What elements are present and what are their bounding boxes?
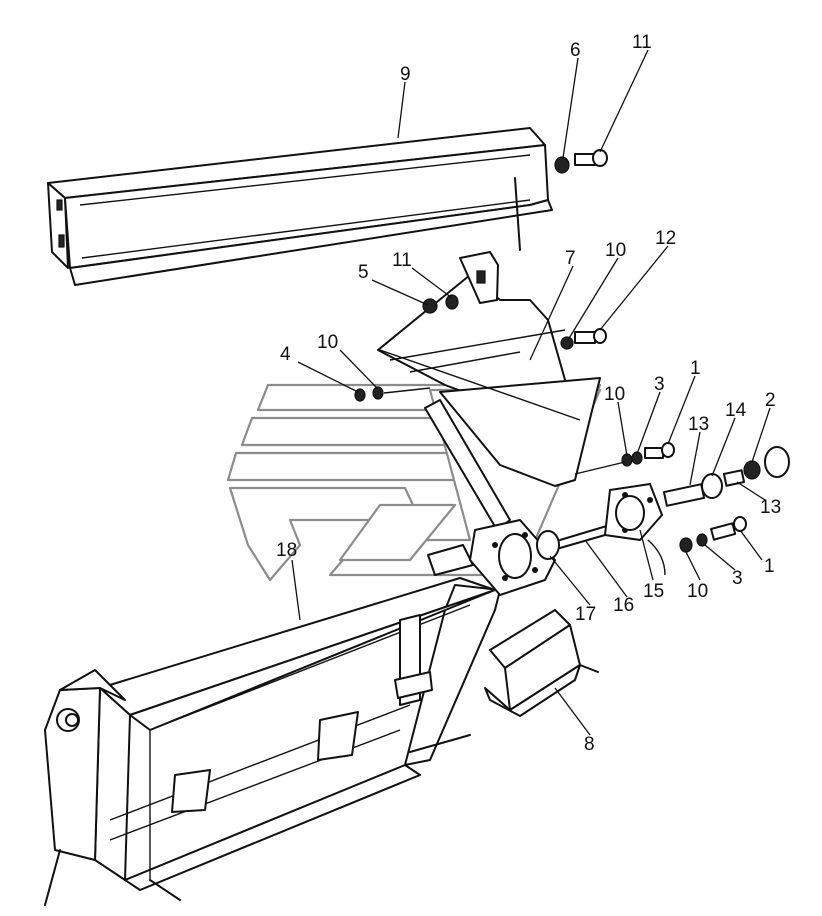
part-7-bracket [377, 251, 601, 487]
callout-4: 4 [280, 344, 291, 365]
callout-3-top: 3 [654, 374, 665, 395]
flange-assembly [469, 483, 666, 596]
callout-10-a: 10 [605, 240, 626, 261]
leader-lines [291, 49, 771, 736]
callout-14: 14 [725, 400, 747, 421]
part-9-channel-beam [47, 127, 553, 286]
part-18-frame [44, 544, 501, 906]
callout-3-bottom: 3 [732, 568, 743, 589]
part-8-guard [484, 609, 599, 717]
callout-17: 17 [575, 604, 596, 625]
callout-11-top: 11 [632, 32, 652, 53]
callout-1-top: 1 [690, 358, 701, 379]
callout-18: 18 [276, 540, 297, 561]
callout-2: 2 [765, 390, 776, 411]
callout-5: 5 [358, 262, 369, 283]
callout-15: 15 [643, 581, 664, 602]
callout-labels: 9 6 11 5 11 7 10 12 4 10 10 3 1 13 14 2 … [276, 32, 781, 755]
callout-12: 12 [655, 228, 676, 249]
callout-9: 9 [400, 64, 411, 85]
callout-10-b: 10 [317, 332, 338, 353]
callout-13-right: 13 [760, 497, 781, 518]
callout-11-mid: 11 [392, 250, 412, 271]
callout-16: 16 [613, 595, 634, 616]
callout-10-d: 10 [687, 581, 708, 602]
callout-1-bottom: 1 [764, 556, 775, 577]
watermark-logo [226, 383, 602, 582]
callout-8: 8 [584, 734, 595, 755]
callout-13-top: 13 [688, 414, 709, 435]
callout-6: 6 [570, 40, 581, 61]
callout-10-c: 10 [604, 384, 625, 405]
callout-7: 7 [565, 248, 576, 269]
